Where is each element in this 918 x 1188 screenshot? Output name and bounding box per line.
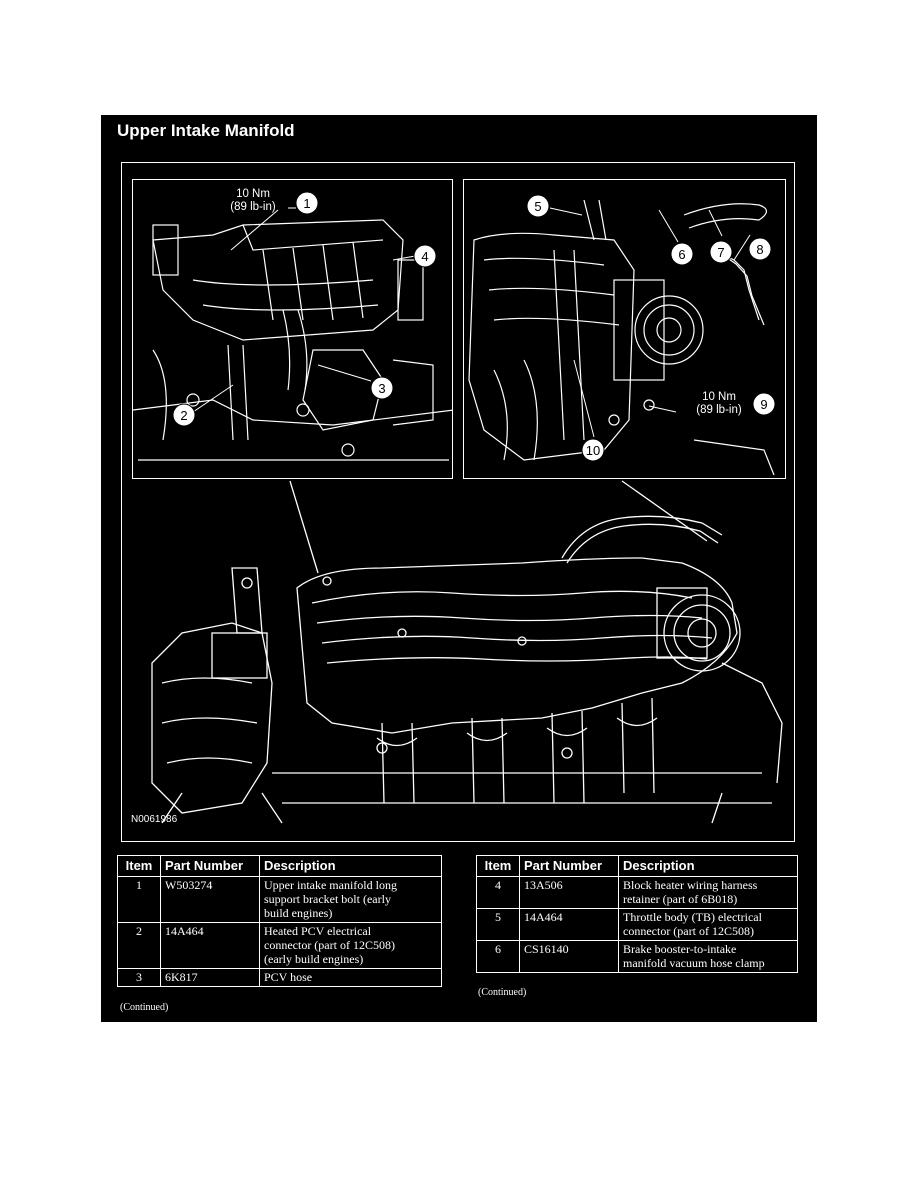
header-item: Item xyxy=(117,855,161,877)
description: Upper intake manifold long support brack… xyxy=(259,876,442,923)
header-description: Description xyxy=(618,855,798,877)
continued-note-left: (Continued) xyxy=(120,1002,169,1013)
callout-2-label: 2 xyxy=(180,408,187,423)
part-number: 14A464 xyxy=(519,908,619,941)
description-line: Upper intake manifold long xyxy=(264,878,397,892)
description: Block heater wiring harness retainer (pa… xyxy=(618,876,798,909)
table-row: 5 14A464 Throttle body (TB) electrical c… xyxy=(476,908,798,941)
callout-7 xyxy=(709,240,733,264)
callout-2 xyxy=(172,403,196,427)
table-row: 2 14A464 Heated PCV electrical connector… xyxy=(117,922,442,969)
callout-6-label: 6 xyxy=(678,247,685,262)
parts-table-left: Item Part Number Description 1 W503274 U… xyxy=(117,855,442,987)
callout-1-label: 1 xyxy=(303,196,310,211)
callout-10-label: 10 xyxy=(586,443,600,458)
description: Heated PCV electrical connector (part of… xyxy=(259,922,442,969)
callout-3-label: 3 xyxy=(378,381,385,396)
page-title: Upper Intake Manifold xyxy=(117,121,295,140)
header-part-number: Part Number xyxy=(160,855,260,877)
figure-panel: Upper Intake Manifold xyxy=(101,115,817,1022)
item-number: 5 xyxy=(476,908,520,941)
part-number: CS16140 xyxy=(519,940,619,973)
item-number: 6 xyxy=(476,940,520,973)
figure-code: N0061986 xyxy=(131,814,178,825)
table-row: 3 6K817 PCV hose xyxy=(117,968,442,987)
description-line: connector (part of 12C508) xyxy=(623,924,754,938)
callout-9-label: 9 xyxy=(760,397,767,412)
part-number: 13A506 xyxy=(519,876,619,909)
description-line: Brake booster-to-intake xyxy=(623,942,737,956)
callout-6 xyxy=(670,242,694,266)
figure-frame: 1 4 3 2 10 Nm (89 lb-in) xyxy=(121,162,795,842)
description-line: Heated PCV electrical xyxy=(264,924,372,938)
callout-8 xyxy=(748,237,772,261)
torque-spec-9-lbin: (89 lb-in) xyxy=(696,404,742,416)
description-line: retainer (part of 6B018) xyxy=(623,892,738,906)
description-line: PCV hose xyxy=(264,970,313,984)
callout-5-label: 5 xyxy=(534,199,541,214)
engine-illustration xyxy=(151,480,783,824)
callout-3 xyxy=(370,376,394,400)
torque-spec-1-nm: 10 Nm xyxy=(236,188,270,200)
table-row: 4 13A506 Block heater wiring harness ret… xyxy=(476,876,798,909)
callout-7-label: 7 xyxy=(717,245,724,260)
callout-4-label: 4 xyxy=(421,249,428,264)
item-number: 4 xyxy=(476,876,520,909)
leader-line-right xyxy=(621,480,708,542)
part-number: 6K817 xyxy=(160,968,260,987)
callout-1 xyxy=(295,191,319,215)
leader-line-left xyxy=(289,480,319,574)
torque-spec-9-nm: 10 Nm xyxy=(702,391,736,403)
description-line: support bracket bolt (early xyxy=(264,892,391,906)
table-row: 6 CS16140 Brake booster-to-intake manifo… xyxy=(476,940,798,973)
callout-5 xyxy=(526,194,550,218)
callout-4 xyxy=(413,244,437,268)
continued-note-right: (Continued) xyxy=(478,987,527,998)
part-number: 14A464 xyxy=(160,922,260,969)
description-line: Throttle body (TB) electrical xyxy=(623,910,762,924)
item-number: 1 xyxy=(117,876,161,923)
callout-9 xyxy=(752,392,776,416)
description: PCV hose xyxy=(259,968,442,987)
table-row: 1 W503274 Upper intake manifold long sup… xyxy=(117,876,442,923)
table-header-row: Item Part Number Description xyxy=(117,855,442,877)
description-line: Block heater wiring harness xyxy=(623,878,758,892)
description-line: build engines) xyxy=(264,906,333,920)
header-part-number: Part Number xyxy=(519,855,619,877)
callout-8-label: 8 xyxy=(756,242,763,257)
torque-spec-1-lbin: (89 lb-in) xyxy=(230,201,276,213)
description-line: connector (part of 12C508) xyxy=(264,938,395,952)
inset-left: 1 4 3 2 10 Nm (89 lb-in) xyxy=(132,179,453,479)
callout-10 xyxy=(581,438,605,462)
inset-right-drawing: 5 6 7 8 9 10 10 Nm (89 lb-in) xyxy=(468,194,776,476)
description: Throttle body (TB) electrical connector … xyxy=(618,908,798,941)
part-number: W503274 xyxy=(160,876,260,923)
inset-right: 5 6 7 8 9 10 10 Nm (89 lb-in) xyxy=(463,179,786,479)
description: Brake booster-to-intake manifold vacuum … xyxy=(618,940,798,973)
description-line: manifold vacuum hose clamp xyxy=(623,956,765,970)
inset-left-drawing: 1 4 3 2 10 Nm (89 lb-in) xyxy=(133,188,452,461)
item-number: 2 xyxy=(117,922,161,969)
header-description: Description xyxy=(259,855,442,877)
header-item: Item xyxy=(476,855,520,877)
parts-table-right: Item Part Number Description 4 13A506 Bl… xyxy=(476,855,798,973)
item-number: 3 xyxy=(117,968,161,987)
table-header-row: Item Part Number Description xyxy=(476,855,798,877)
description-line: (early build engines) xyxy=(264,952,364,966)
